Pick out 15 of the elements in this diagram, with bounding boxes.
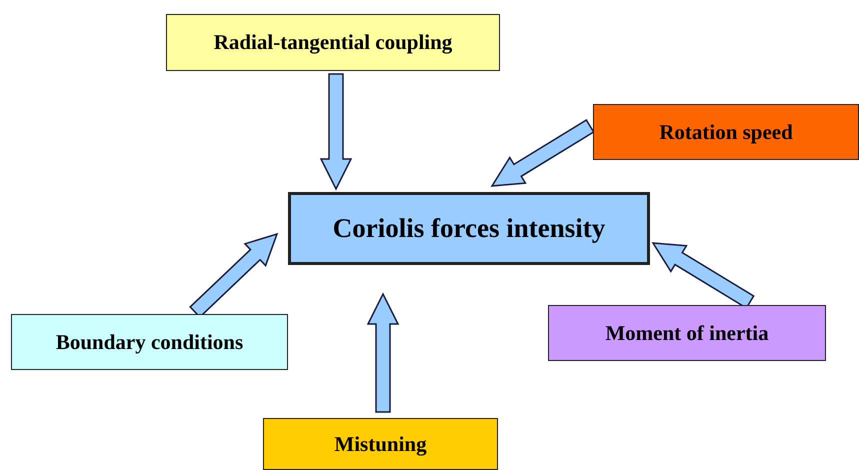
block-arrow — [320, 73, 352, 191]
factor-label: Rotation speed — [659, 120, 793, 144]
factor-box — [263, 418, 498, 470]
factor-label: Coriolis forces intensity — [332, 213, 606, 244]
factor-label: Boundary conditions — [56, 330, 244, 354]
factor-label: Moment of inertia — [605, 320, 769, 346]
block-arrow — [490, 119, 595, 187]
factor-box — [593, 104, 859, 160]
factor-label: Mistuning — [334, 432, 427, 456]
factor-box — [548, 305, 826, 361]
factor-box — [288, 192, 650, 265]
block-arrow — [366, 292, 400, 413]
factor-label: Radial-tangential coupling — [214, 30, 452, 55]
factor-box — [11, 314, 288, 370]
factor-box — [166, 14, 500, 71]
